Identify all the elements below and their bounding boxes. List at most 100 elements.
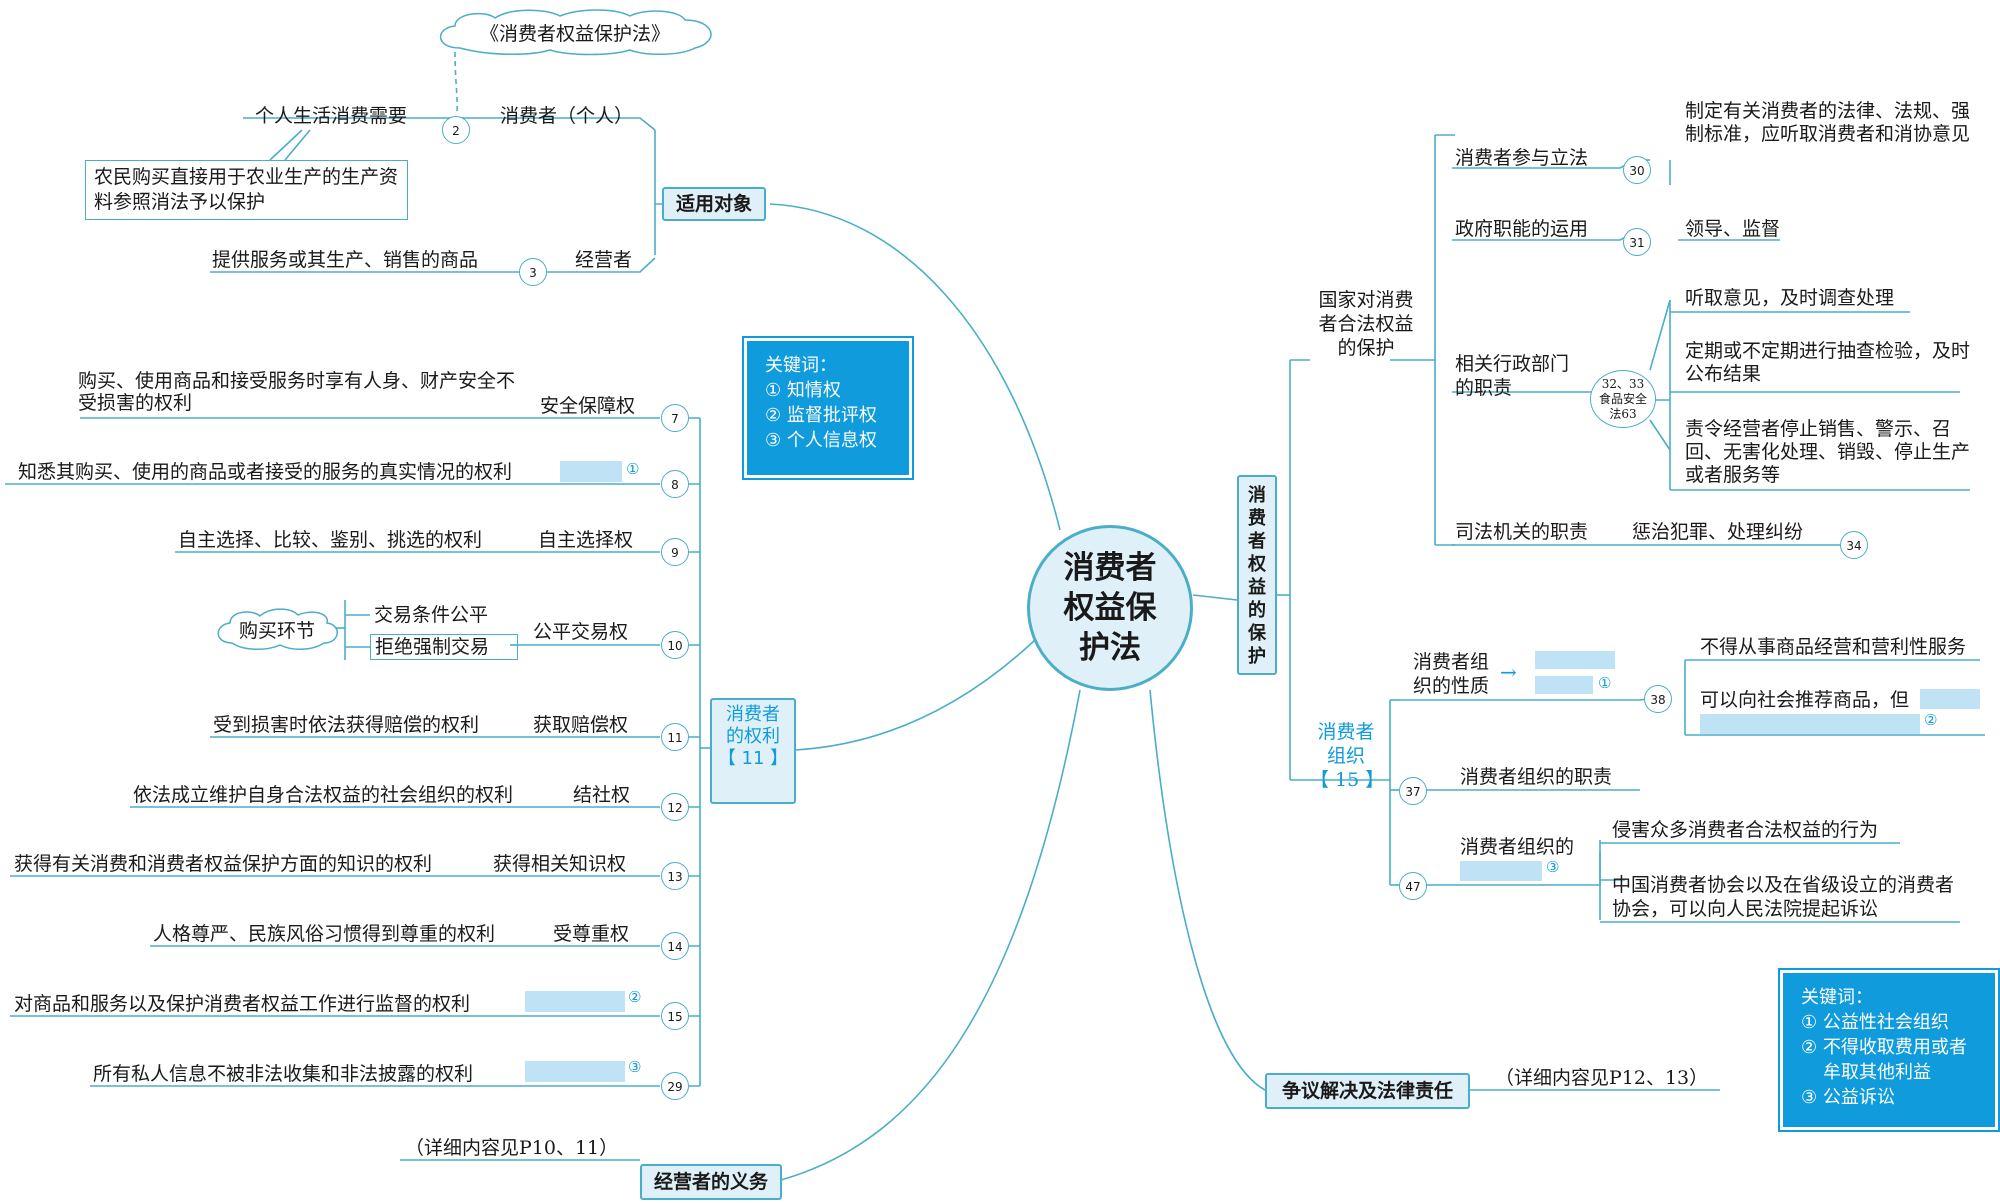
gov-label: 政府职能的运用 — [1455, 218, 1589, 240]
center-node: 消费者权益保护法 — [1027, 525, 1193, 691]
duty-ref: （详细内容见P10、11） — [405, 1137, 619, 1159]
blank-nature-4 — [1700, 714, 1920, 734]
consumer-label: 消费者（个人） — [500, 105, 634, 127]
org-nature-label: 消费者组织的性质 — [1413, 651, 1490, 697]
consumer-desc: 个人生活消费需要 — [255, 105, 408, 127]
right-name-respect: 受尊重权 — [553, 923, 630, 945]
suit-desc-2: 中国消费者协会以及在省级设立的消费者协会，可以向人民法院提起诉讼 — [1612, 874, 1955, 920]
scope-node: 适用对象 — [662, 187, 766, 221]
fair-sub-2: 拒绝强制交易 — [370, 634, 518, 660]
keywords-right: 关键词： ① 公益性社会组织 ② 不得收取费用或者牟取其他利益 ③ 公益诉讼 — [1778, 968, 2000, 1132]
article-num-47: 47 — [1399, 872, 1427, 900]
article-num-3: 3 — [519, 258, 547, 286]
blank-mark-3: ③ — [628, 1058, 642, 1076]
right-name-fair: 公平交易权 — [533, 621, 629, 643]
article-num-38: 38 — [1644, 685, 1672, 713]
article-num-7: 7 — [661, 404, 689, 432]
article-num-8: 8 — [661, 470, 689, 498]
right-desc-privacy: 所有私人信息不被非法收集和非法披露的权利 — [93, 1063, 474, 1085]
gov-desc: 领导、监督 — [1685, 218, 1781, 240]
legislation-desc: 制定有关消费者的法律、法规、强制标准，应听取消费者和消协意见 — [1685, 100, 1971, 145]
article-num-37: 37 — [1399, 777, 1427, 805]
suit-desc-1: 侵害众多消费者合法权益的行为 — [1612, 819, 1879, 841]
blank-1 — [560, 461, 622, 482]
farmer-note: 农民购买直接用于农业生产的生产资料参照消法予以保护 — [85, 160, 408, 220]
branch-curve-rights — [794, 639, 1036, 751]
right-name-knowledge: 获得相关知识权 — [493, 853, 627, 875]
article-num-15: 15 — [661, 1002, 689, 1030]
admin-desc-2: 定期或不定期进行抽查检验，及时公布结果 — [1685, 340, 1971, 385]
operator-label: 经营者 — [575, 249, 633, 271]
right-name-choice: 自主选择权 — [538, 529, 634, 551]
nature-desc-1: 不得从事商品经营和营利性服务 — [1700, 636, 1967, 658]
keywords-left-title: 关键词： — [765, 355, 837, 376]
dispute-ref: （详细内容见P12、13） — [1495, 1067, 1709, 1089]
blank-nature-1 — [1535, 651, 1615, 669]
article-num-34: 34 — [1840, 531, 1868, 559]
article-num-11: 11 — [661, 723, 689, 751]
blank-2 — [525, 991, 625, 1012]
right-desc-safety: 购买、使用商品和接受服务时享有人身、财产安全不受损害的权利 — [78, 370, 516, 414]
article-num-32-33: 32、33 食品安全法63 — [1590, 370, 1656, 428]
admin-label: 相关行政部门的职责 — [1455, 353, 1570, 399]
rights-node-title: 消费者的权利 — [726, 704, 780, 747]
keyword-item: ① 知情权 — [765, 380, 841, 401]
nature-mark-2: ② — [1924, 711, 1938, 729]
keyword-item: ③ 个人信息权 — [765, 430, 877, 451]
right-desc-supervise: 对商品和服务以及保护消费者权益工作进行监督的权利 — [14, 993, 471, 1015]
protection-node-title: 消费者权益的保护 — [1248, 485, 1266, 667]
right-name-assoc: 结社权 — [573, 784, 631, 806]
judicial-desc: 惩治犯罪、处理纠纷 — [1632, 521, 1804, 543]
branch-curve-duty — [780, 689, 1081, 1181]
fair-sub-1: 交易条件公平 — [374, 604, 489, 626]
article-num-32-33-text: 32、33 食品安全法63 — [1598, 377, 1647, 421]
article-num-9: 9 — [661, 538, 689, 566]
rights-node-count: 【 11 】 — [717, 748, 789, 769]
rights-node: 消费者的权利 【 11 】 — [710, 698, 796, 804]
right-desc-knowledge: 获得有关消费和消费者权益保护方面的知识的权利 — [14, 853, 433, 875]
keyword-item: ② 监督批评权 — [765, 405, 877, 426]
org-label-title: 消费者组织 — [1317, 721, 1375, 767]
blank-suit — [1460, 861, 1542, 881]
article-num-12: 12 — [661, 793, 689, 821]
right-desc-choice: 自主选择、比较、鉴别、挑选的权利 — [178, 529, 483, 551]
article-num-2: 2 — [442, 116, 470, 144]
dispute-node: 争议解决及法律责任 — [1265, 1073, 1470, 1109]
law-cloud-text: 《消费者权益保护法》 — [479, 22, 670, 45]
org-label-count: 【 15 】 — [1310, 769, 1385, 791]
keyword-item: ② 不得收取费用或者牟取其他利益 — [1801, 1037, 1967, 1083]
right-desc-know: 知悉其购买、使用的商品或者接受的服务的真实情况的权利 — [18, 461, 513, 483]
org-suit-label: 消费者组织的 — [1460, 836, 1575, 858]
org-duty-label: 消费者组织的职责 — [1460, 766, 1613, 788]
purchase-cloud-text: 购买环节 — [238, 619, 315, 642]
legislation-label: 消费者参与立法 — [1455, 147, 1589, 169]
article-num-29: 29 — [661, 1072, 689, 1100]
center-title: 消费者权益保护法 — [1063, 550, 1157, 666]
keyword-item: ① 公益性社会组织 — [1801, 1012, 1949, 1033]
keyword-item: ③ 公益诉讼 — [1801, 1087, 1895, 1108]
branch-curve-dispute — [1149, 689, 1266, 1091]
nature-arrow-icon: → — [1500, 660, 1517, 684]
blank-mark-2: ② — [628, 988, 642, 1006]
article-num-30: 30 — [1623, 156, 1651, 184]
purchase-cloud: 购买环节 — [212, 607, 342, 651]
operator-duty-node: 经营者的义务 — [640, 1164, 782, 1200]
branch-line-protection — [1192, 594, 1238, 601]
right-name-comp: 获取赔偿权 — [533, 714, 629, 736]
cloud-shape-icon — [217, 608, 338, 650]
right-desc-respect: 人格尊严、民族风俗习惯得到尊重的权利 — [153, 923, 496, 945]
admin-desc-3: 责令经营者停止销售、警示、召回、无害化处理、销毁、停止生产或者服务等 — [1685, 418, 1971, 486]
admin-desc-1: 听取意见，及时调查处理 — [1685, 287, 1895, 309]
blank-3 — [525, 1061, 625, 1082]
article-num-10: 10 — [661, 631, 689, 659]
protection-node: 消费者权益的保护 — [1237, 475, 1277, 675]
right-name-safety: 安全保障权 — [540, 395, 636, 417]
blank-mark-1: ① — [626, 460, 640, 478]
blank-nature-2 — [1535, 676, 1593, 694]
blank-nature-3 — [1920, 689, 1980, 709]
branch-curve-scope — [769, 203, 1061, 531]
suit-mark: ③ — [1546, 858, 1560, 876]
cloud-shape-icon — [439, 9, 712, 56]
judicial-label: 司法机关的职责 — [1455, 521, 1589, 543]
